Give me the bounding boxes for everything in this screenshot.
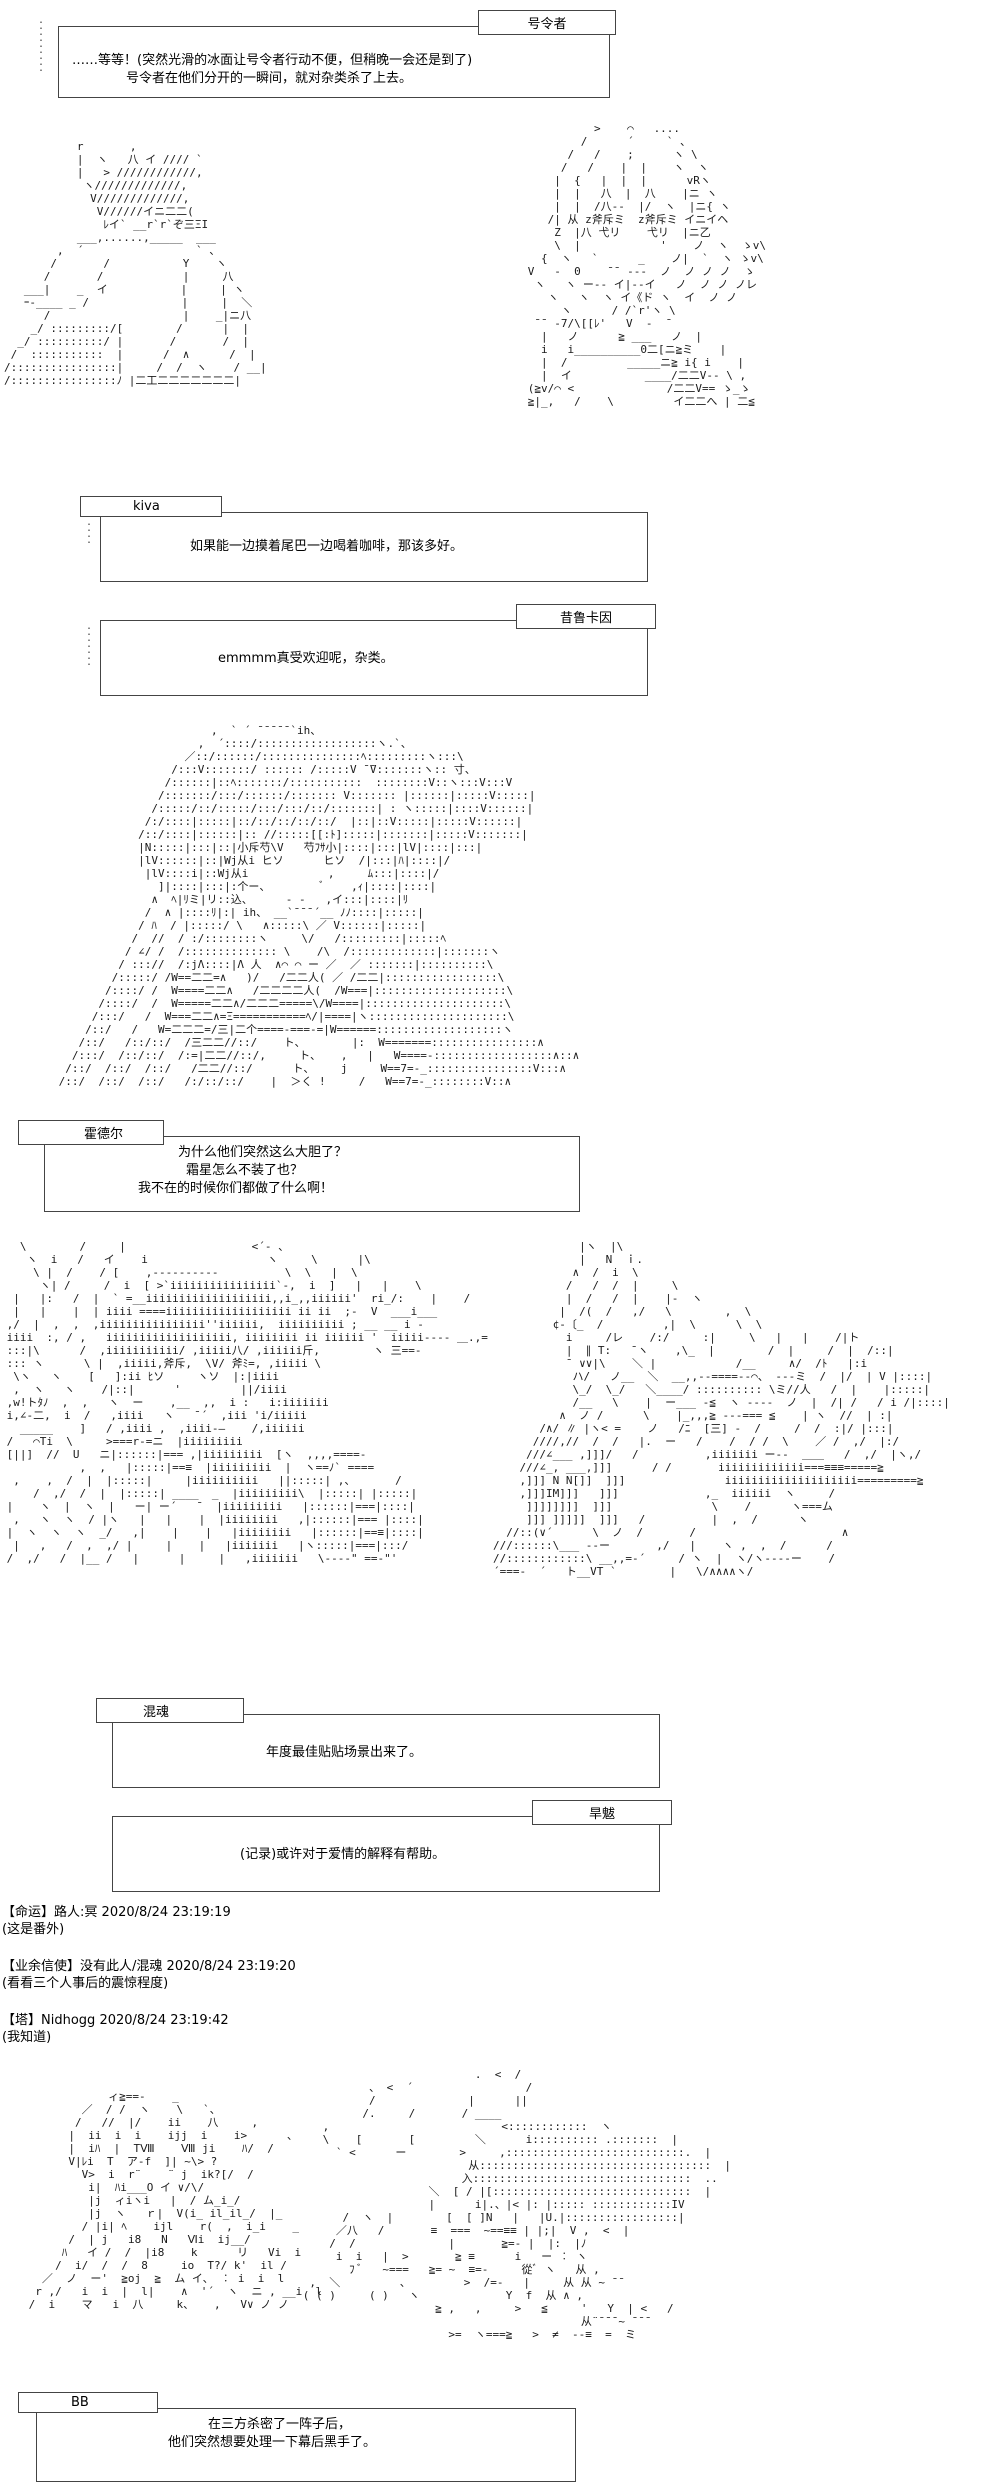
dialogue-line: emmmm真受欢迎呢，杂类。 xyxy=(218,651,394,666)
dialogue-line: 我不在的时候你们都做了什么啊！ xyxy=(138,1181,334,1196)
comment-text: (看看三个人事后的震惊程度) xyxy=(2,1976,169,1991)
dialogue-box xyxy=(112,1816,660,1892)
speaker-name: 混魂 xyxy=(96,1698,244,1723)
dialogue-line: (记录)或许对于爱情的解释有帮助。 xyxy=(240,1847,446,1862)
speaker-name: BB xyxy=(18,2392,158,2413)
comment: 【塔】Nidhogg 2020/8/24 23:19:42 (我知道) xyxy=(2,2012,229,2046)
dialogue-line: 为什么他们突然这么大胆了？ xyxy=(178,1145,348,1160)
comment-tag: 【塔】 xyxy=(2,2013,42,2028)
comment-time: 2020/8/24 23:19:20 xyxy=(166,1959,296,1974)
speaker-name: 旱魃 xyxy=(532,1800,672,1825)
dialogue-box xyxy=(44,1136,580,1212)
dialogue-line: 他们突然想要处理一下幕后黑手了。 xyxy=(168,2435,377,2450)
comment-time: 2020/8/24 23:19:42 xyxy=(99,2013,229,2028)
comment: 【业余信使】没有此人/混魂 2020/8/24 23:19:20 (看看三个人事… xyxy=(2,1958,296,1992)
comment-tag: 【业余信使】 xyxy=(2,1959,81,1974)
speech-tail-dots: . . . . . . . xyxy=(86,621,93,668)
ascii-art-character-right-small: . < / 、 < ´ / / | || /. / / ____ , <:::: xyxy=(302,2068,731,2341)
ascii-art-character-right: > ⌒ .... / ´ ` 、 / / ; ヽ \ / / | | ヽ ヽ |… xyxy=(527,122,767,408)
speaker-name: kiva xyxy=(80,496,222,517)
speech-tail-dots: . . . . . . . . . xyxy=(38,15,45,74)
comment-user[interactable]: Nidhogg xyxy=(41,2013,96,2028)
speaker-name: 霍德尔 xyxy=(18,1120,164,1145)
dialogue-box xyxy=(100,512,648,582)
speaker-name: 号令者 xyxy=(478,10,616,35)
dialogue-box xyxy=(112,1714,660,1788)
comment: 【命运】路人:冥 2020/8/24 23:19:19 (这是番外) xyxy=(2,1904,231,1938)
dialogue-line: 在三方杀密了一阵子后， xyxy=(208,2417,352,2432)
ascii-art-character-group-right: |ヽ |\ | N ｉ. ∧ / i \ / / / | \ | / / | |… xyxy=(492,1240,950,1578)
comment-text: (这是番外) xyxy=(2,1922,65,1937)
dialogue-box xyxy=(58,26,610,98)
comment-user[interactable]: 路人:冥 xyxy=(54,1905,98,1920)
comment-user[interactable]: 没有此人/混魂 xyxy=(80,1959,163,1974)
comment-tag: 【命运】 xyxy=(2,1905,55,1920)
dialogue-box xyxy=(100,620,648,696)
ascii-art-character-left: r , | ヽ 八 イ //// ` | > ////////////, ヽ//… xyxy=(4,140,267,387)
speaker-name: 昔鲁卡因 xyxy=(516,604,656,629)
speech-tail-dots: . . . . xyxy=(86,517,93,546)
dialogue-box xyxy=(36,2408,576,2482)
dialogue-line: ……等等！(突然光滑的冰面让号令者行动不便，但稍晚一会还是到了) xyxy=(72,53,473,68)
comment-time: 2020/8/24 23:19:19 xyxy=(101,1905,231,1920)
dialogue-line: 号令者在他们分开的一瞬间，就对杂类杀了上去。 xyxy=(126,71,413,86)
dialogue-line: 年度最佳贴贴场景出来了。 xyxy=(266,1745,423,1760)
ascii-art-character-group-left: \ / | <´- 、 ヽ i / イ i ヽ \ |\ \ | / / [ ,… xyxy=(6,1240,488,1565)
ascii-art-character-left-small: ィ≧==- _ ／ / / ヽ \ `、 / // |/ ii 八 , | ii… xyxy=(28,2090,323,2311)
ascii-art-character-center: , ` ´ ̄ ̄ ̄ ̄ ¯`ih、 , ´::::/::::::::::::… xyxy=(58,724,580,1088)
comment-text: (我知道) xyxy=(2,2030,52,2045)
dialogue-line: 如果能一边摸着尾巴一边喝着咖啡，那该多好。 xyxy=(190,539,464,554)
dialogue-line: 霜星怎么不装了也？ xyxy=(186,1163,304,1178)
